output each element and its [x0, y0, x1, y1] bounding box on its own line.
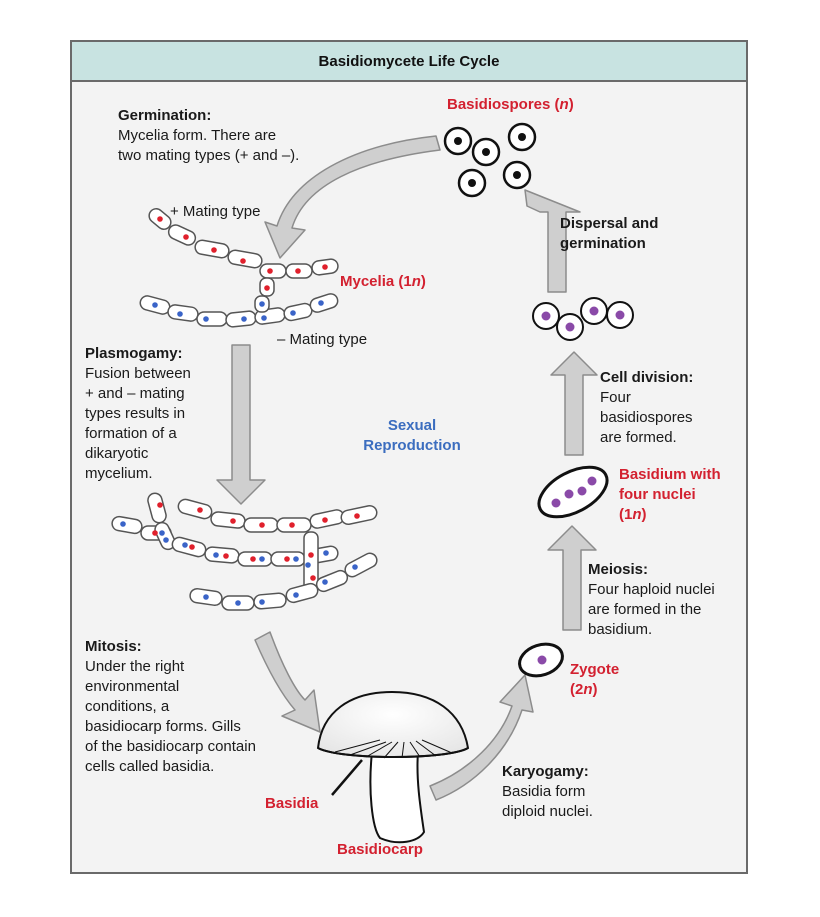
arrow-mitosis: [254, 631, 321, 733]
meiosis-heading: Meiosis:: [588, 561, 649, 578]
plasmogamy-line-5: dikaryotic: [85, 445, 149, 462]
arrow-karyogamy: [429, 674, 534, 801]
basidiospores-group: [443, 122, 537, 198]
germination-line-1: Mycelia form. There are: [118, 127, 277, 144]
basidium-line-3: (1n): [619, 505, 721, 525]
cell-division-label: Cell division: Four basidiospores are fo…: [600, 368, 693, 448]
minus-nuclei: [152, 300, 324, 322]
cell-division-line-1: Four: [600, 389, 631, 406]
basidium-line-3-suffix: ): [641, 506, 647, 523]
dispersal-heading-2: germination: [560, 235, 646, 252]
zygote-label: Zygote (2n): [570, 660, 619, 700]
plus-mating-type-note: + Mating type: [170, 203, 261, 220]
mitosis-line-3: conditions, a: [85, 698, 170, 715]
mycelia-ploidy: n: [411, 273, 421, 290]
basidium-label: Basidium with four nuclei (1n): [619, 465, 721, 525]
plasmogamy-line-2: + and – mating: [85, 385, 185, 402]
basidia-label: Basidia: [265, 795, 319, 812]
plasmogamy-label: Plasmogamy: Fusion between + and – matin…: [85, 344, 191, 484]
center-label-line-1: Sexual: [387, 417, 437, 434]
four-basidiospores: [532, 297, 634, 341]
basidium-four-nuclei: [537, 465, 609, 519]
mitosis-line-4: basidiocarp forms. Gills: [85, 718, 241, 735]
dikaryon-blue-nuclei: [120, 521, 358, 606]
plasmogamy-line-6: mycelium.: [85, 465, 153, 482]
arrow-meiosis: [547, 525, 597, 631]
zygote-ploidy: n: [583, 681, 593, 698]
plasmogamy-line-4: formation of a: [85, 425, 177, 442]
karyogamy-line-1: Basidia form: [502, 783, 586, 800]
cell-division-line-2: basidiospores: [600, 409, 693, 426]
basidia-pointer: [331, 759, 363, 796]
basidiospores-prefix: Basidiospores (: [447, 96, 560, 113]
zygote-line-2: (2n): [570, 680, 619, 700]
karyogamy-heading: Karyogamy:: [502, 763, 589, 780]
zygote-line-1: Zygote: [570, 661, 620, 678]
mitosis-heading: Mitosis:: [85, 638, 142, 655]
basidiospores-ploidy: n: [559, 96, 569, 113]
mitosis-line-1: Under the right: [85, 658, 185, 675]
mycelia-prefix: Mycelia (1: [340, 273, 412, 290]
mitosis-line-6: cells called basidia.: [85, 758, 215, 775]
diagram-header: Basidiomycete Life Cycle: [72, 42, 746, 82]
basidiospore-nuclei: [454, 133, 526, 187]
plus-nuclei: [157, 216, 328, 291]
dispersal-heading-1: Dispersal and: [560, 215, 659, 232]
plasmogamy-heading: Plasmogamy:: [85, 345, 183, 362]
basidiospores-suffix: ): [568, 96, 574, 113]
basidium-ploidy: n: [632, 506, 642, 523]
meiosis-label: Meiosis: Four haploid nuclei are formed …: [588, 560, 715, 640]
dikaryon-red-nuclei: [152, 502, 360, 581]
basidium-line-1: Basidium with: [619, 466, 721, 483]
arrow-germination: [264, 135, 441, 259]
plasmogamy-line-1: Fusion between: [85, 365, 191, 382]
basidiocarp-mushroom: [316, 690, 470, 844]
center-label-line-2: Reproduction: [363, 437, 461, 454]
zygote-line-2-prefix: (2: [570, 681, 584, 698]
karyogamy-line-2: diploid nuclei.: [502, 803, 593, 820]
germination-label: Germination: Mycelia form. There are two…: [118, 106, 299, 166]
mushroom-gills: [317, 747, 469, 758]
mycelia-suffix: ): [420, 273, 426, 290]
sexual-reproduction-label: Sexual Reproduction: [352, 416, 472, 456]
haploid-mycelia: [139, 208, 339, 328]
mushroom-stalk: [369, 751, 426, 844]
mitosis-label: Mitosis: Under the right environmental c…: [85, 637, 256, 777]
arrow-plasmogamy: [216, 344, 266, 505]
arrow-dispersal: [524, 189, 581, 293]
plasmogamy-line-3: types results in: [85, 405, 186, 422]
mitosis-line-5: of the basidiocarp contain: [85, 738, 256, 755]
cell-division-line-3: are formed.: [600, 429, 677, 446]
basidium-line-3-prefix: (1: [619, 506, 633, 523]
dispersal-label: Dispersal and germination: [560, 214, 658, 254]
meiosis-line-3: basidium.: [588, 621, 653, 638]
minus-mating-type-note: – Mating type: [277, 331, 368, 348]
basidium-line-2: four nuclei: [619, 486, 696, 503]
basidiospores-label: Basidiospores (n): [447, 95, 574, 115]
germination-line-2: two mating types (+ and –).: [118, 147, 300, 164]
cycle-arrows: [216, 135, 598, 801]
mycelia-label: Mycelia (1n): [340, 272, 426, 292]
arrow-cell-division: [550, 351, 598, 456]
dikaryotic-mycelium: [111, 492, 378, 611]
germination-heading: Germination:: [118, 107, 212, 124]
four-basidiospores-nuclei: [541, 306, 625, 332]
meiosis-line-2: are formed in the: [588, 601, 702, 618]
zygote-cell: [518, 642, 564, 678]
diagram-title: Basidiomycete Life Cycle: [318, 52, 500, 70]
meiosis-line-1: Four haploid nuclei: [588, 581, 715, 598]
cell-division-heading: Cell division:: [600, 369, 694, 386]
karyogamy-label: Karyogamy: Basidia form diploid nuclei.: [502, 762, 593, 822]
basidiocarp-label: Basidiocarp: [337, 841, 423, 858]
zygote-line-2-suffix: ): [592, 681, 598, 698]
mitosis-line-2: environmental: [85, 678, 180, 695]
